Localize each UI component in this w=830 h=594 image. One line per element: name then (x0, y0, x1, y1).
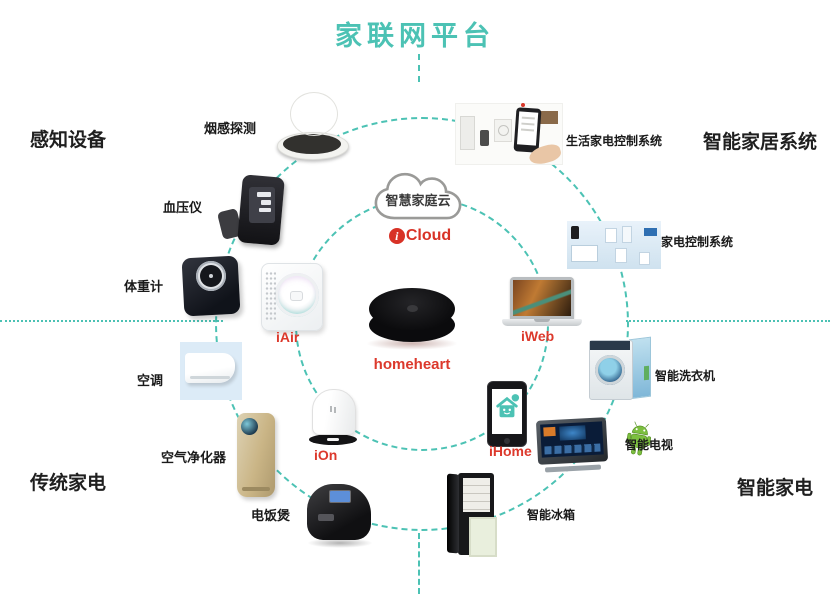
ion-label: iOn (314, 447, 338, 463)
weight-scale-label: 体重计 (124, 279, 164, 294)
ihome-label: iHome (489, 443, 532, 459)
smoke-detector-icon (275, 92, 351, 162)
ihome-phone-icon (485, 381, 527, 447)
appliance-control-icon (567, 221, 661, 269)
outer-dashed-ring (215, 117, 629, 531)
smart-tv-icon (535, 416, 652, 473)
blood-pressure-label: 血压仪 (163, 200, 203, 215)
air-conditioner-label: 空调 (137, 373, 164, 388)
washing-machine-icon (589, 336, 651, 402)
life-control-label: 生活家电控制系统 (566, 134, 663, 148)
iweb-label: iWeb (521, 328, 555, 344)
life-appliance-control-icon (455, 103, 563, 168)
bottom-dashed-line (418, 533, 420, 594)
rice-cooker-label: 电饭煲 (251, 508, 291, 523)
air-conditioner-icon (180, 342, 242, 400)
weight-scale-icon (181, 255, 243, 321)
left-dotted-line (0, 320, 223, 322)
icloud-i-icon: i (388, 228, 405, 244)
hub-shadow (366, 337, 458, 350)
appliance-control-label: 家电控制系统 (661, 235, 734, 249)
smart-home-cloud-icon: 智慧家庭云 (368, 169, 468, 225)
icloud-text: Cloud (405, 227, 452, 244)
smart-fridge-icon (447, 471, 505, 559)
smoke-detector-label: 烟感探测 (204, 121, 257, 136)
corner-label-smart-appliances: 智能家电 (737, 478, 814, 499)
air-purifier-label: 空气净化器 (161, 450, 227, 465)
ion-device-icon (309, 389, 357, 447)
iair-label: iAir (276, 329, 300, 345)
tv-label: 智能电视 (625, 438, 674, 452)
corner-label-sensing-devices: 感知设备 (30, 130, 107, 151)
air-purifier-icon (237, 413, 275, 497)
title-connector-dash (418, 54, 420, 82)
corner-label-traditional-appliances: 传统家电 (30, 473, 107, 494)
right-dotted-line (626, 320, 830, 322)
iweb-laptop-icon (502, 277, 582, 329)
cloud-label: 智慧家庭云 (385, 193, 451, 208)
washer-label: 智能洗衣机 (655, 369, 716, 383)
homeheart-hub-icon (366, 288, 458, 350)
iair-device-icon (261, 263, 323, 331)
homeheart-label: homeheart (373, 356, 451, 373)
page-title: 家联网平台 (335, 21, 495, 51)
rice-cooker-icon (303, 478, 377, 548)
blood-pressure-icon (216, 174, 285, 250)
control-phone-icon (513, 107, 542, 153)
fridge-label: 智能冰箱 (527, 508, 576, 522)
corner-label-smart-home-systems: 智能家居系统 (703, 132, 818, 153)
